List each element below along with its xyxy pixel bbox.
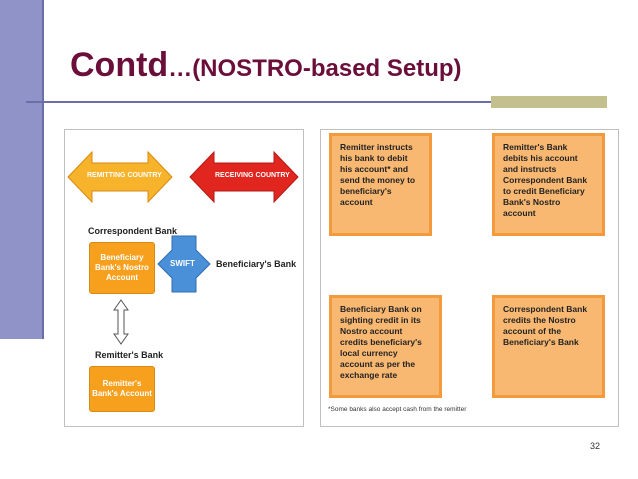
side-accent-bar — [0, 0, 42, 339]
beneficiary-bank-label: Beneficiary's Bank — [216, 259, 297, 269]
slide-title: Contd…(NOSTRO-based Setup) — [70, 46, 462, 85]
footnote: *Some banks also accept cash from the re… — [328, 406, 467, 413]
flow-step-1: Remitter instructs his bank to debit his… — [329, 133, 432, 236]
swift-label: SWIFT — [170, 259, 195, 268]
receiving-country-arrow — [189, 150, 299, 204]
correspondent-bank-label: Correspondent Bank — [88, 226, 178, 236]
title-rule — [26, 101, 491, 103]
receiving-country-label: RECEIVING COUNTRY — [215, 172, 290, 179]
flow-step-3: Correspondent Bank credits the Nostro ac… — [492, 295, 605, 398]
title-main: Contd — [70, 46, 169, 84]
flow-step-2: Remitter's Bank debits his account and i… — [492, 133, 605, 236]
title-sub: …(NOSTRO-based Setup) — [168, 55, 462, 82]
title-rule-bar — [491, 96, 607, 108]
remitters-account-box: Remitter's Bank's Account — [89, 366, 155, 412]
vertical-double-arrow — [113, 299, 129, 345]
flow-step-4: Beneficiary Bank on sighting credit in i… — [329, 295, 442, 398]
page-number: 32 — [590, 441, 601, 451]
side-accent-line — [42, 0, 44, 339]
remitters-bank-label: Remitter's Bank — [95, 350, 164, 360]
remitting-country-arrow — [67, 150, 173, 204]
remitting-country-label: REMITTING COUNTRY — [87, 172, 162, 179]
swift-arrow — [157, 235, 211, 293]
nostro-account-box: Beneficiary Bank's Nostro Account — [89, 242, 155, 294]
